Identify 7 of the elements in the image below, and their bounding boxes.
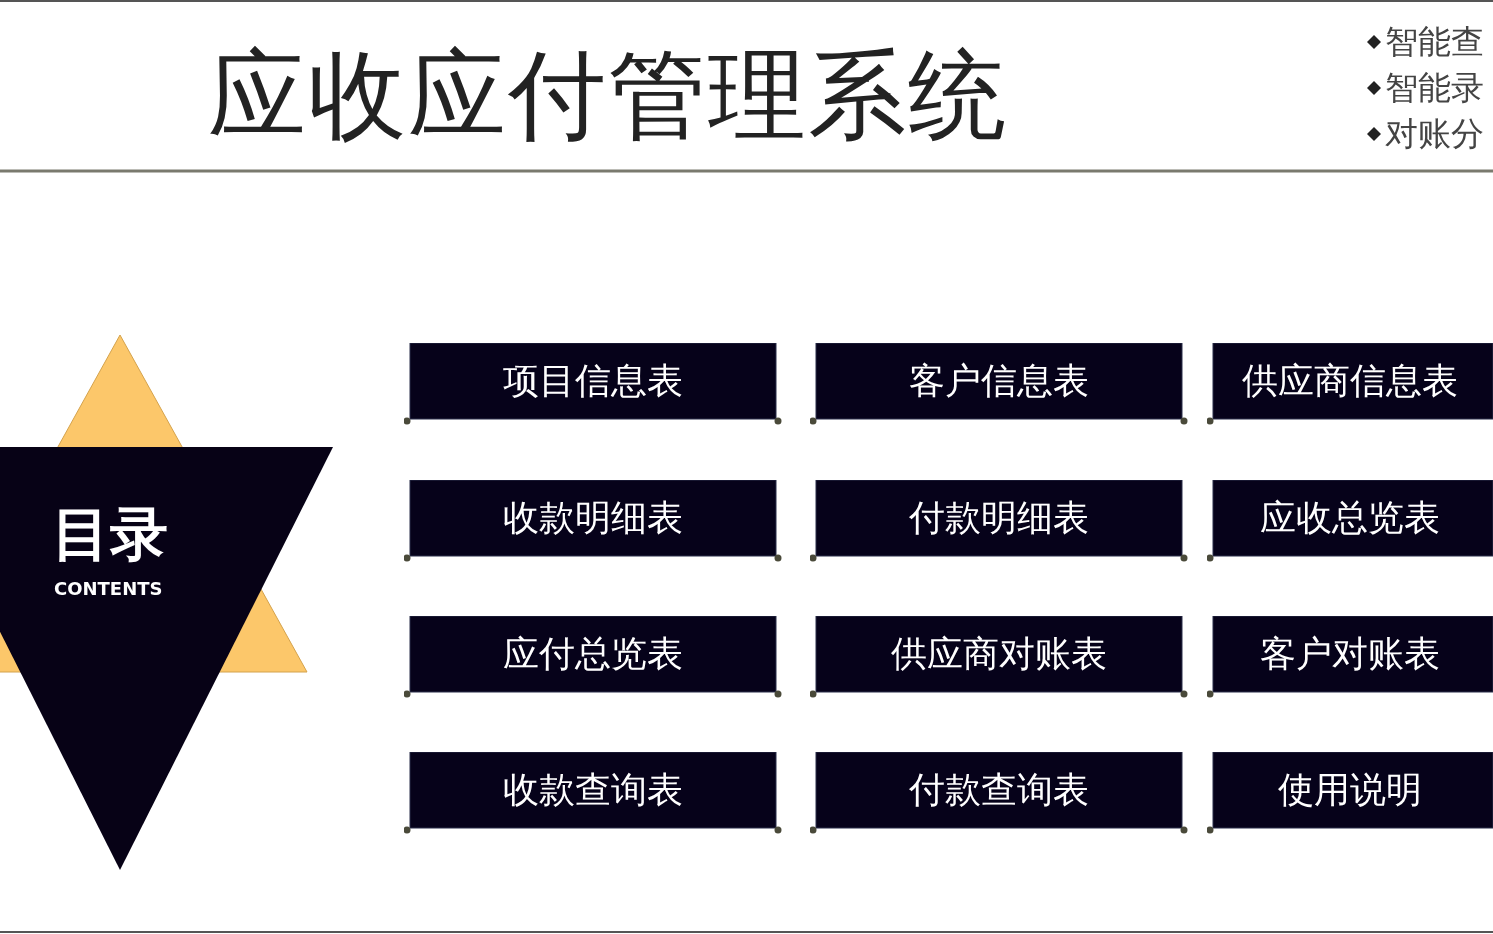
subheading: CONTENTS	[54, 578, 163, 600]
triangle	[0, 447, 334, 871]
bullet-text: 对账分	[1385, 113, 1484, 155]
bullet-text: 智能录	[1385, 67, 1484, 109]
heading: 目录	[52, 499, 168, 569]
bullet-text: 智能查	[1385, 21, 1484, 63]
title: 应收应付管理系统	[208, 37, 1008, 154]
